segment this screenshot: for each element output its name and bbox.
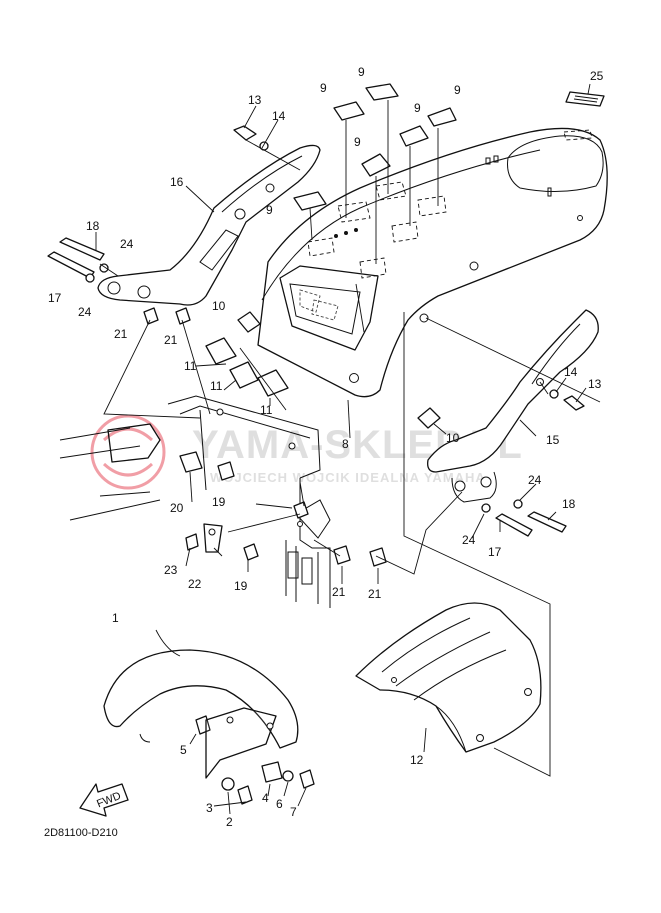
sticker-9b	[365, 83, 399, 101]
assembly-lines	[99, 100, 601, 777]
rear-fender	[257, 127, 608, 398]
callout-9a: 9	[320, 81, 327, 95]
callout-10b: 10	[446, 431, 460, 445]
callout-21a: 21	[114, 327, 128, 341]
sticker-set	[293, 83, 605, 211]
sticker-9f	[293, 191, 327, 211]
caution-label-25	[565, 91, 605, 107]
callout-14b: 14	[564, 365, 578, 379]
pad-set	[205, 337, 289, 397]
fwd-arrow: FWD	[79, 783, 129, 817]
sticker-9e	[361, 153, 391, 177]
watermark-logo	[90, 414, 166, 490]
front-fender	[103, 649, 299, 779]
callout-2: 2	[226, 815, 233, 829]
callout-9e: 9	[354, 135, 361, 149]
callout-8: 8	[342, 437, 349, 451]
callout-10a: 10	[212, 299, 226, 313]
callout-labels: 1 2 3 4 5 6 7 8 9 9 9 9 9 9 10 10 11 11 …	[48, 65, 604, 829]
callout-17a: 17	[48, 291, 62, 305]
callout-18a: 18	[86, 219, 100, 233]
callout-5: 5	[180, 743, 187, 757]
callout-9d: 9	[454, 83, 461, 97]
right-fender-stay	[427, 309, 599, 503]
callout-4: 4	[262, 791, 269, 805]
callout-3: 3	[206, 801, 213, 815]
callout-1: 1	[112, 611, 119, 625]
sticker-9d	[427, 107, 457, 127]
callout-14a: 14	[272, 109, 286, 123]
callout-13a: 13	[248, 93, 262, 107]
callout-7: 7	[290, 805, 297, 819]
callout-6: 6	[276, 797, 283, 811]
callout-11b: 11	[210, 379, 223, 393]
callout-21b: 21	[164, 333, 178, 347]
callout-24c: 24	[528, 473, 542, 487]
callout-21d: 21	[368, 587, 382, 601]
callout-19a: 19	[212, 495, 226, 509]
callout-11a: 11	[184, 359, 197, 373]
callout-24d: 24	[462, 533, 476, 547]
callout-9b: 9	[358, 65, 365, 79]
callout-9f: 9	[266, 203, 273, 217]
callout-17b: 17	[488, 545, 502, 559]
callout-20: 20	[170, 501, 184, 515]
callout-24a: 24	[120, 237, 134, 251]
callout-22: 22	[188, 577, 202, 591]
callout-18b: 18	[562, 497, 576, 511]
rear-inner-guard	[355, 602, 542, 753]
callout-19b: 19	[234, 579, 248, 593]
callout-9c: 9	[414, 101, 421, 115]
diagram-code: 2D81100-D210	[44, 827, 118, 839]
clip-set	[237, 311, 441, 429]
callout-13b: 13	[588, 377, 602, 391]
leader-lines	[95, 83, 591, 815]
frame-reference	[59, 395, 331, 608]
callout-23: 23	[164, 563, 178, 577]
callout-12: 12	[410, 753, 424, 767]
callout-15: 15	[546, 433, 560, 447]
callout-25: 25	[590, 69, 604, 83]
sticker-9a	[333, 101, 365, 121]
callout-21c: 21	[332, 585, 346, 599]
callout-24b: 24	[78, 305, 92, 319]
sticker-9c	[399, 125, 429, 147]
left-fender-stay	[97, 144, 321, 306]
callout-16: 16	[170, 175, 184, 189]
callout-11c: 11	[260, 403, 273, 417]
watermark-secondary: WOJCIECH WOJCIK IDEALNA YAMAHA	[210, 470, 486, 485]
